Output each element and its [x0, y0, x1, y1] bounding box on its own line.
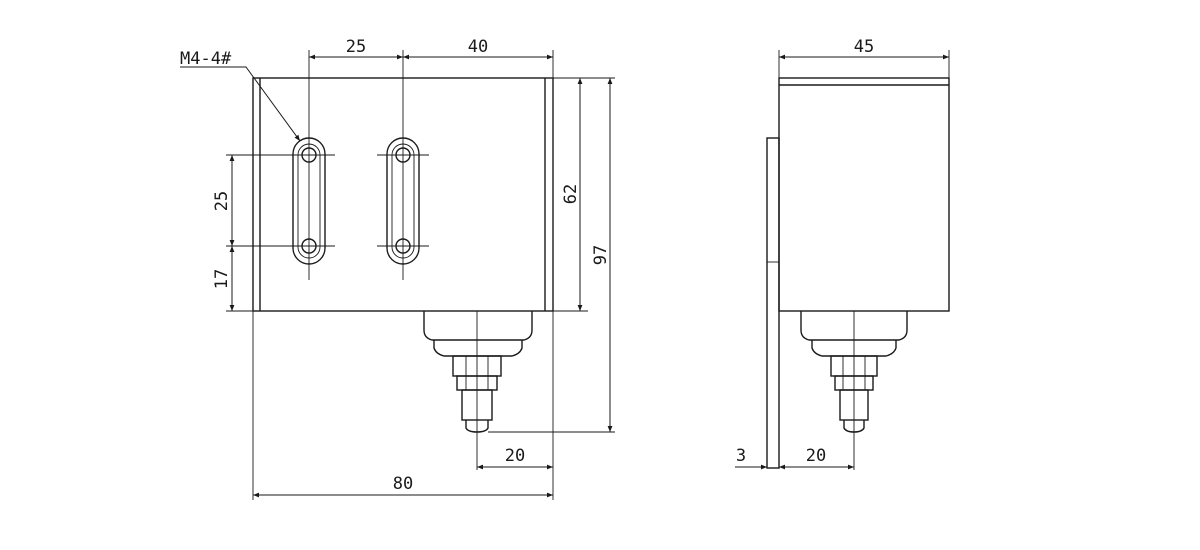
dim-slot-bottom: 17 — [212, 269, 232, 289]
dim-hole-to-edge: 40 — [468, 37, 488, 57]
side-connector — [800, 311, 908, 470]
dim-total-width: 80 — [393, 474, 413, 494]
dim-total-height: 97 — [591, 245, 611, 265]
thread-callout: M4-4# — [180, 49, 232, 69]
side-view: 45 3 20 — [735, 37, 950, 470]
front-view: 25 40 M4-4# 25 17 62 97 20 80 — [180, 37, 615, 500]
dim-bracket-thickness: 3 — [736, 446, 746, 466]
dim-slot-height: 25 — [212, 191, 232, 211]
dim-side-stem-offset: 20 — [806, 446, 826, 466]
dim-hole-spacing-a: 25 — [346, 37, 366, 57]
dim-body-height: 62 — [561, 184, 581, 204]
front-connector — [423, 311, 533, 470]
side-body-outline — [778, 77, 950, 312]
dim-stem-offset: 20 — [505, 446, 525, 466]
callout-leader — [180, 66, 301, 142]
side-bracket-plate — [766, 137, 780, 469]
dim-side-width: 45 — [854, 37, 874, 57]
